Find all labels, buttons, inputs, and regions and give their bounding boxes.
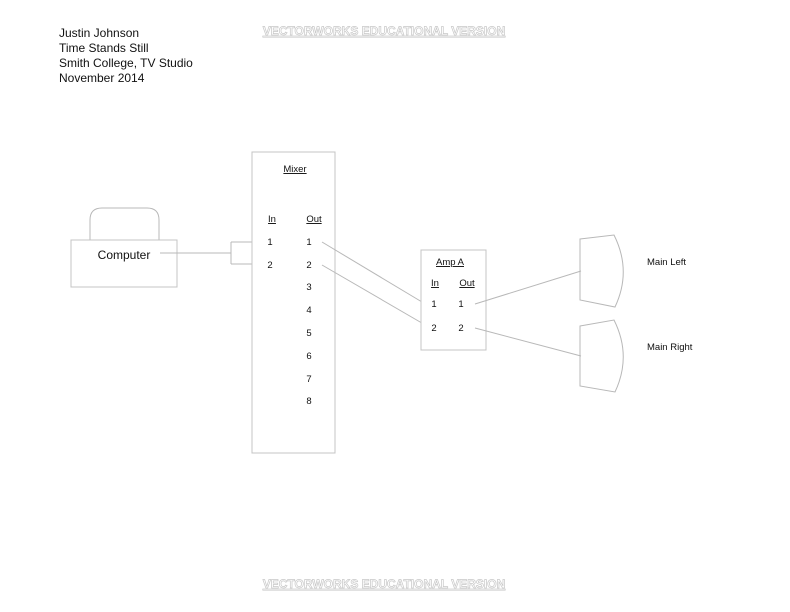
computer-label: Computer — [98, 248, 151, 262]
watermark-bottom: VECTORWORKS EDUCATIONAL VERSION — [263, 577, 505, 591]
speaker-label: Main Right — [647, 342, 693, 353]
mixer-output: 3 — [306, 282, 311, 293]
amp-output: 1 — [458, 299, 463, 310]
amp-input: 2 — [431, 323, 436, 334]
mixer-output: 2 — [306, 260, 311, 271]
title-line-venue: Smith College, TV Studio — [59, 56, 193, 70]
mixer-output: 7 — [306, 374, 311, 385]
computer-device: Computer — [70, 207, 178, 288]
mixer-out-label: Out — [306, 214, 322, 225]
amp-in-label: In — [431, 278, 439, 289]
mixer-in-label: In — [268, 214, 276, 225]
watermark-top: VECTORWORKS EDUCATIONAL VERSION — [263, 24, 505, 38]
mixer-to-amp-cable-2 — [321, 264, 428, 327]
amp-out-label: Out — [459, 278, 475, 289]
mixer-output: 6 — [306, 351, 311, 362]
mixer-input: 1 — [267, 237, 272, 248]
title-block: Justin Johnson Time Stands Still Smith C… — [59, 26, 193, 85]
mixer-output: 1 — [306, 237, 311, 248]
computer-to-mixer-cable — [160, 241, 258, 265]
amp-input: 1 — [431, 299, 436, 310]
amp-a: Amp A In Out 1 2 1 2 — [420, 249, 487, 351]
mixer-output: 5 — [306, 328, 311, 339]
amp-box — [420, 249, 487, 351]
mixer-input: 2 — [267, 260, 272, 271]
computer-box — [70, 239, 178, 288]
mixer-output: 8 — [306, 396, 311, 407]
mixer-title: Mixer — [283, 164, 306, 175]
title-line-name: Justin Johnson — [59, 26, 139, 40]
mixer-to-amp-cable-1 — [321, 241, 428, 306]
mixer-box — [251, 151, 336, 454]
speaker-icon — [579, 234, 624, 308]
amp-output: 2 — [458, 323, 463, 334]
computer-handle — [89, 207, 160, 240]
speaker-icon — [579, 319, 624, 393]
speaker-main-left: Main Left — [579, 234, 686, 308]
speaker-label: Main Left — [647, 257, 686, 268]
mixer: Mixer In Out 1 2 1 2 3 4 5 6 7 8 — [251, 151, 336, 454]
amp-title: Amp A — [436, 257, 465, 268]
speaker-main-right: Main Right — [579, 319, 693, 393]
mixer-output: 4 — [306, 305, 311, 316]
amp-to-left-speaker-cable — [474, 270, 582, 305]
title-line-production: Time Stands Still — [59, 41, 149, 55]
title-line-date: November 2014 — [59, 71, 145, 85]
amp-to-right-speaker-cable — [474, 327, 582, 357]
